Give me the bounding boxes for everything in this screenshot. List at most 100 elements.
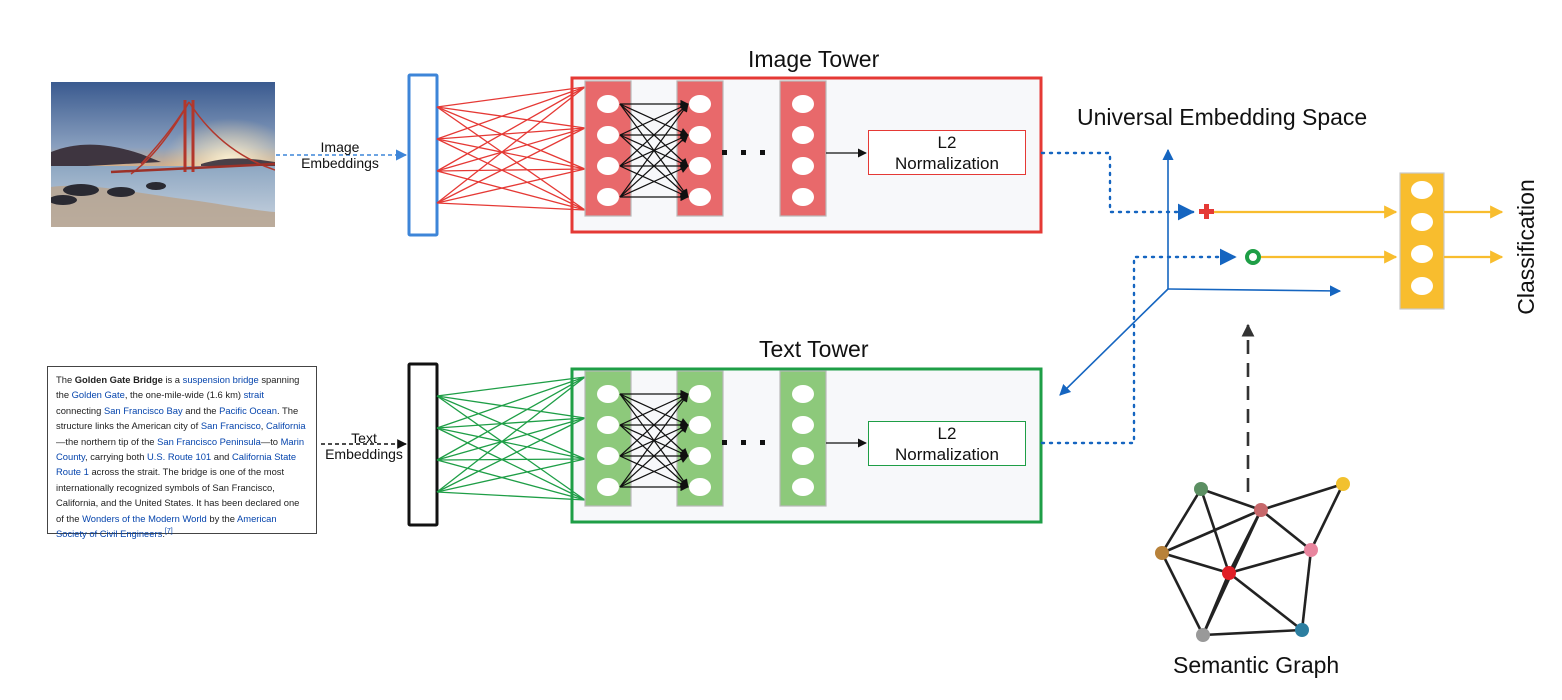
- img-fan-line: [436, 86, 586, 204]
- img-neuron: [792, 188, 814, 206]
- text-tower-title: Text Tower: [759, 336, 869, 362]
- txt-fan-line: [436, 427, 586, 501]
- txt-neuron: [792, 478, 814, 496]
- semantic-graph-node: [1295, 623, 1309, 637]
- txt-neuron: [792, 385, 814, 403]
- semantic-graph-node: [1155, 546, 1169, 560]
- img-fan-line: [436, 168, 586, 172]
- image-embeddings-label: Image Embeddings: [301, 139, 379, 171]
- image-embedding-point: [1199, 204, 1214, 219]
- img-neuron: [792, 157, 814, 175]
- img-neuron: [689, 95, 711, 113]
- txt-neuron: [689, 385, 711, 403]
- semantic-graph-node: [1254, 503, 1268, 517]
- img-connection: [619, 103, 689, 136]
- wiki-link[interactable]: Golden Gate: [71, 389, 125, 401]
- img-connection: [619, 103, 689, 198]
- wiki-link[interactable]: San Francisco: [200, 420, 261, 432]
- semantic-graph-title: Semantic Graph: [1173, 652, 1340, 678]
- wiki-reference[interactable]: [7]: [164, 527, 173, 535]
- txt-neuron: [792, 416, 814, 434]
- img-neuron: [792, 126, 814, 144]
- img-fan-line: [436, 127, 586, 172]
- image-input-bar: [407, 73, 439, 237]
- img-fan-line: [436, 86, 586, 108]
- wiki-link[interactable]: suspension bridge: [182, 374, 259, 385]
- img-neuron: [689, 126, 711, 144]
- semantic-graph-edge: [1228, 571, 1303, 632]
- wiki-link[interactable]: California State Route 1: [56, 451, 297, 478]
- text-connections: [619, 389, 689, 492]
- txt-neuron: [689, 416, 711, 434]
- txt-fan-line: [436, 417, 586, 493]
- semantic-graph: [1155, 477, 1350, 642]
- image-ellipsis: [722, 150, 765, 155]
- text-embedding-point: [1245, 249, 1261, 265]
- semantic-graph-node: [1304, 543, 1318, 557]
- text-input-bar: [407, 362, 439, 527]
- txt-fan-line: [436, 376, 586, 461]
- txt-fan-line: [436, 376, 586, 397]
- wiki-link[interactable]: San Francisco Bay: [103, 404, 183, 416]
- txt-fan-line: [436, 395, 586, 501]
- text-layers: [584, 370, 827, 507]
- semantic-graph-node: [1194, 482, 1208, 496]
- txt-neuron: [597, 416, 619, 434]
- image-fan-lines: [436, 86, 586, 211]
- txt-connection: [619, 393, 689, 488]
- img-neuron: [597, 95, 619, 113]
- txt-neuron: [689, 447, 711, 465]
- img-connection: [619, 103, 689, 167]
- txt-connection: [619, 424, 689, 488]
- img-fan-line: [436, 138, 586, 211]
- semantic-graph-edge: [1228, 548, 1312, 575]
- txt-fan-line: [436, 417, 586, 461]
- wiki-link[interactable]: Marin County: [56, 435, 305, 463]
- txt-fan-line: [436, 491, 586, 501]
- img-fan-line: [436, 127, 586, 204]
- txt-fan-line: [436, 395, 586, 419]
- image-embedding-path: [1040, 151, 1195, 221]
- semantic-graph-edge: [1201, 572, 1231, 636]
- semantic-graph-node: [1336, 477, 1350, 491]
- img-neuron: [597, 126, 619, 144]
- txt-fan-line: [436, 417, 586, 429]
- wiki-link[interactable]: Pacific Ocean: [219, 404, 277, 416]
- txt-fan-line: [436, 459, 586, 501]
- wiki-link[interactable]: San Francisco Peninsula: [157, 435, 261, 447]
- semantic-graph-edge: [1309, 483, 1345, 551]
- semantic-graph-edge: [1202, 628, 1303, 637]
- img-neuron: [597, 188, 619, 206]
- txt-fan-line: [436, 458, 586, 461]
- wiki-link[interactable]: California: [266, 420, 306, 432]
- wiki-link[interactable]: American Society of Civil Engineers: [56, 512, 277, 540]
- semantic-graph-edge: [1260, 508, 1312, 552]
- image-l2-normalization: L2 Normalization: [868, 130, 1026, 175]
- img-neuron: [597, 157, 619, 175]
- wiki-link[interactable]: U.S. Route 101: [147, 451, 212, 463]
- txt-neuron: [597, 385, 619, 403]
- txt-connection: [619, 455, 689, 488]
- semantic-graph-edge: [1300, 549, 1313, 631]
- semantic-graph-edge: [1161, 508, 1262, 555]
- img-fan-line: [436, 170, 586, 211]
- img-neuron: [689, 188, 711, 206]
- image-tower-title: Image Tower: [748, 46, 880, 72]
- txt-fan-line: [436, 376, 586, 493]
- txt-neuron: [689, 478, 711, 496]
- classification-label: Classification: [1512, 179, 1539, 315]
- wiki-link[interactable]: Wonders of the Modern World: [82, 512, 207, 524]
- axis-diagonal: [1059, 288, 1169, 396]
- img-neuron: [792, 95, 814, 113]
- embedding-axes: [1059, 148, 1342, 396]
- img-fan-line: [436, 168, 586, 204]
- img-fan-line: [436, 106, 586, 170]
- txt-fan-line: [436, 458, 586, 493]
- semantic-graph-edge: [1260, 482, 1344, 512]
- text-embeddings-label: Text Embeddings: [325, 430, 403, 462]
- wiki-link[interactable]: strait: [243, 389, 264, 401]
- semantic-graph-node: [1196, 628, 1210, 642]
- img-fan-line: [436, 202, 586, 211]
- text-fan-lines: [436, 376, 586, 501]
- img-fan-line: [436, 106, 586, 211]
